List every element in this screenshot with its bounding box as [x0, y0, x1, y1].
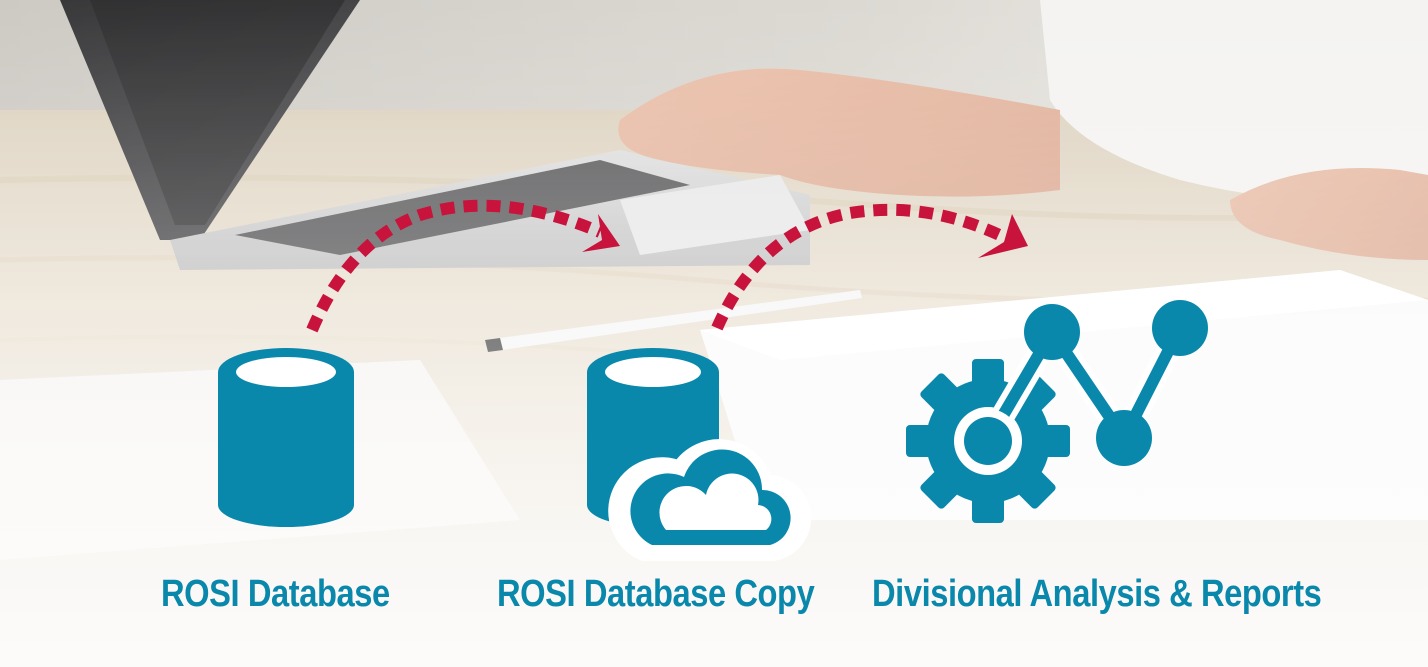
dotted-arrow-2	[711, 203, 1028, 331]
dotted-arrow-curve	[711, 203, 1013, 331]
arrowhead-icon	[978, 214, 1028, 258]
node-label-divisional-analysis-reports: Divisional Analysis & Reports	[872, 573, 1322, 615]
database-cloud-icon	[587, 348, 812, 561]
gear-analytics-icon	[906, 300, 1208, 523]
node-label-rosi-database-copy: ROSI Database Copy	[497, 573, 815, 615]
dotted-arrow-curve	[306, 199, 603, 333]
node-label-rosi-database: ROSI Database	[161, 573, 390, 615]
database-icon	[218, 348, 354, 527]
dotted-arrow-1	[306, 199, 620, 333]
arrowhead-icon	[582, 214, 620, 252]
